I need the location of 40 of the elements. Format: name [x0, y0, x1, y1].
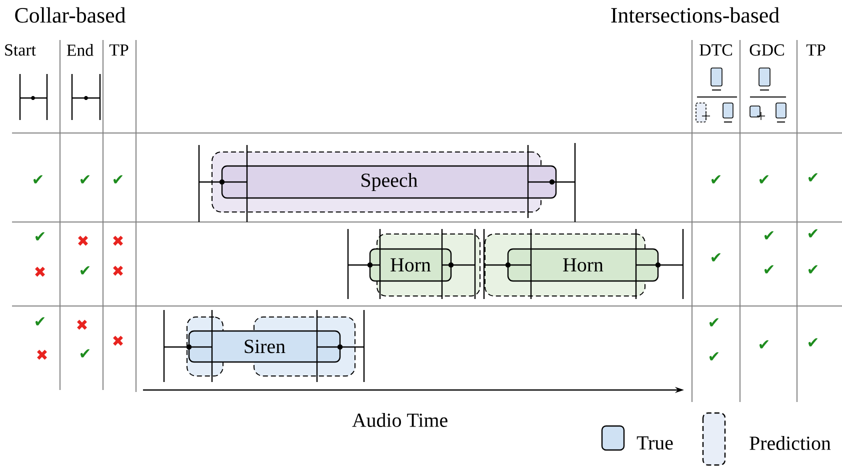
check-mark: ✔: [808, 265, 818, 274]
column-header: End: [66, 44, 94, 56]
check-mark: ✔: [759, 175, 768, 184]
check-mark: ✔: [808, 173, 818, 182]
legend-label: Prediction: [750, 436, 831, 450]
check-mark: ✔: [808, 338, 818, 346]
cross-mark: ✖: [113, 236, 123, 246]
cross-mark: ✖: [35, 266, 45, 277]
legend-label: True: [636, 436, 673, 450]
check-mark: ✔: [759, 340, 768, 348]
cross-mark: ✖: [113, 336, 123, 346]
check-mark: ✔: [80, 175, 90, 184]
check-mark: ✔: [764, 265, 774, 274]
check-mark: ✔: [808, 229, 818, 238]
column-header: Start: [5, 44, 36, 56]
check-mark: ✔: [709, 318, 718, 326]
event-box: Horn: [369, 248, 452, 282]
cross-mark: ✖: [37, 350, 47, 360]
cross-mark: ✖: [78, 236, 88, 246]
column-header: DTC: [700, 44, 732, 56]
check-mark: ✔: [35, 317, 45, 326]
check-mark: ✔: [113, 175, 123, 184]
cross-mark: ✖: [113, 266, 123, 276]
event-box: Horn: [507, 248, 659, 282]
check-mark: ✔: [711, 253, 720, 262]
check-mark: ✔: [80, 266, 90, 274]
event-box: Siren: [188, 330, 341, 363]
column-header: GDC: [750, 44, 784, 56]
heading: Collar-based: [15, 7, 126, 23]
heading: Intersections-based: [611, 7, 780, 23]
axis-label: Audio Time: [352, 412, 448, 427]
check-mark: ✔: [35, 232, 45, 240]
check-mark: ✔: [709, 352, 718, 360]
column-header: TP: [806, 44, 826, 56]
column-header: TP: [109, 44, 128, 56]
cross-mark: ✖: [77, 320, 87, 330]
check-mark: ✔: [711, 175, 720, 184]
check-mark: ✔: [33, 175, 43, 184]
check-mark: ✔: [80, 349, 90, 358]
check-mark: ✔: [764, 231, 774, 240]
